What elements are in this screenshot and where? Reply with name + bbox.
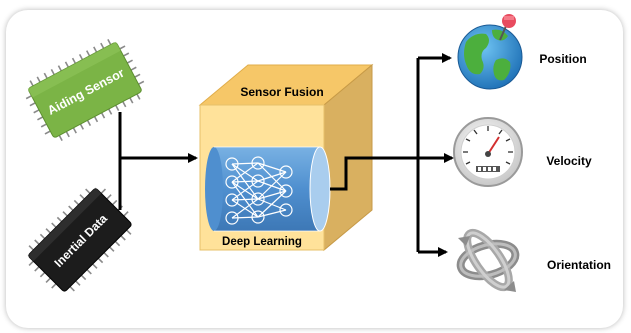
sensor-fusion-title: Sensor Fusion [240,85,323,99]
fusion-output-connector [330,156,418,191]
rotation-axes-icon [456,228,520,292]
output-label-velocity: Velocity [546,154,592,168]
globe-pin-icon [457,14,523,90]
output-label-position: Position [539,52,586,66]
inertial-data-chip: Inertial Data [27,187,132,292]
speedometer-icon [453,117,523,187]
output-label-orientation: Orientation [547,258,611,272]
neural-network-icon [225,156,293,225]
deep-learning-cylinder: Deep Learning [205,146,331,248]
deep-learning-label: Deep Learning [222,236,302,248]
aiding-sensor-chip: Aiding Sensor [25,38,145,142]
